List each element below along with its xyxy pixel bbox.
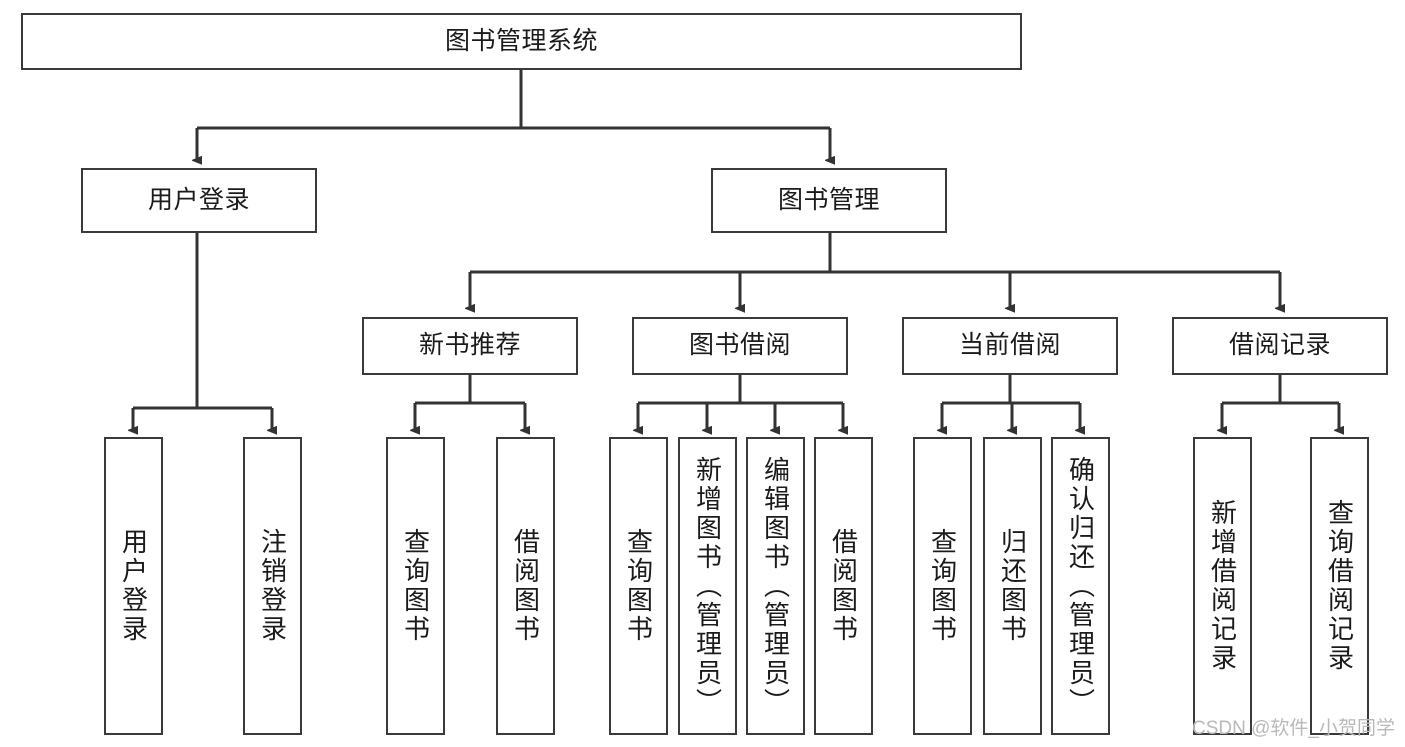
node-book-borrow[interactable]: 图书借阅 [632, 317, 848, 375]
node-leaf-logout[interactable]: 注销登录 [243, 437, 302, 735]
node-leaf-user-login-label: 用户登录 [118, 528, 149, 644]
node-leaf-return-book-label: 归还图书 [997, 528, 1028, 644]
node-current-borrow-label: 当前借阅 [958, 331, 1061, 360]
node-leaf-borrow-book-1-label: 借阅图书 [510, 528, 541, 644]
node-user-login-label: 用户登录 [147, 185, 250, 214]
node-user-login[interactable]: 用户登录 [81, 168, 317, 233]
node-leaf-logout-label: 注销登录 [257, 528, 288, 644]
node-leaf-borrow-book-2-label: 借阅图书 [828, 528, 859, 644]
node-leaf-add-book-label: 新增图书（管理员） [692, 455, 723, 717]
node-leaf-add-book[interactable]: 新增图书（管理员） [678, 437, 737, 735]
node-leaf-edit-book[interactable]: 编辑图书（管理员） [746, 437, 805, 735]
node-leaf-confirm-return[interactable]: 确认归还（管理员） [1051, 437, 1110, 735]
node-new-book-recommend-label: 新书推荐 [418, 331, 521, 360]
node-leaf-query-book-2-label: 查询图书 [623, 528, 654, 644]
node-leaf-borrow-book-2[interactable]: 借阅图书 [814, 437, 873, 735]
node-leaf-borrow-book-1[interactable]: 借阅图书 [496, 437, 555, 735]
node-new-book-recommend[interactable]: 新书推荐 [362, 317, 578, 375]
node-leaf-edit-book-label: 编辑图书（管理员） [760, 455, 791, 717]
node-leaf-query-book-2[interactable]: 查询图书 [609, 437, 668, 735]
node-borrow-records-label: 借阅记录 [1228, 331, 1331, 360]
node-book-borrow-label: 图书借阅 [688, 331, 791, 360]
node-leaf-query-book-1-label: 查询图书 [400, 528, 431, 644]
node-borrow-records[interactable]: 借阅记录 [1172, 317, 1388, 375]
node-leaf-confirm-return-label: 确认归还（管理员） [1065, 455, 1096, 717]
node-leaf-return-book[interactable]: 归还图书 [983, 437, 1042, 735]
node-root-label: 图书管理系统 [444, 26, 598, 55]
node-book-management-label: 图书管理 [777, 185, 880, 214]
node-leaf-query-book-3-label: 查询图书 [927, 528, 958, 644]
node-leaf-add-record[interactable]: 新增借阅记录 [1193, 437, 1252, 735]
node-leaf-query-book-1[interactable]: 查询图书 [386, 437, 445, 735]
node-book-management[interactable]: 图书管理 [711, 168, 947, 233]
watermark: CSDN @软件_小贺同学 [1192, 718, 1395, 739]
node-leaf-add-record-label: 新增借阅记录 [1207, 499, 1238, 673]
node-root[interactable]: 图书管理系统 [21, 13, 1022, 70]
node-leaf-query-book-3[interactable]: 查询图书 [913, 437, 972, 735]
node-current-borrow[interactable]: 当前借阅 [902, 317, 1118, 375]
node-leaf-query-record-label: 查询借阅记录 [1324, 499, 1355, 673]
node-leaf-query-record[interactable]: 查询借阅记录 [1310, 437, 1369, 735]
node-leaf-user-login[interactable]: 用户登录 [104, 437, 163, 735]
